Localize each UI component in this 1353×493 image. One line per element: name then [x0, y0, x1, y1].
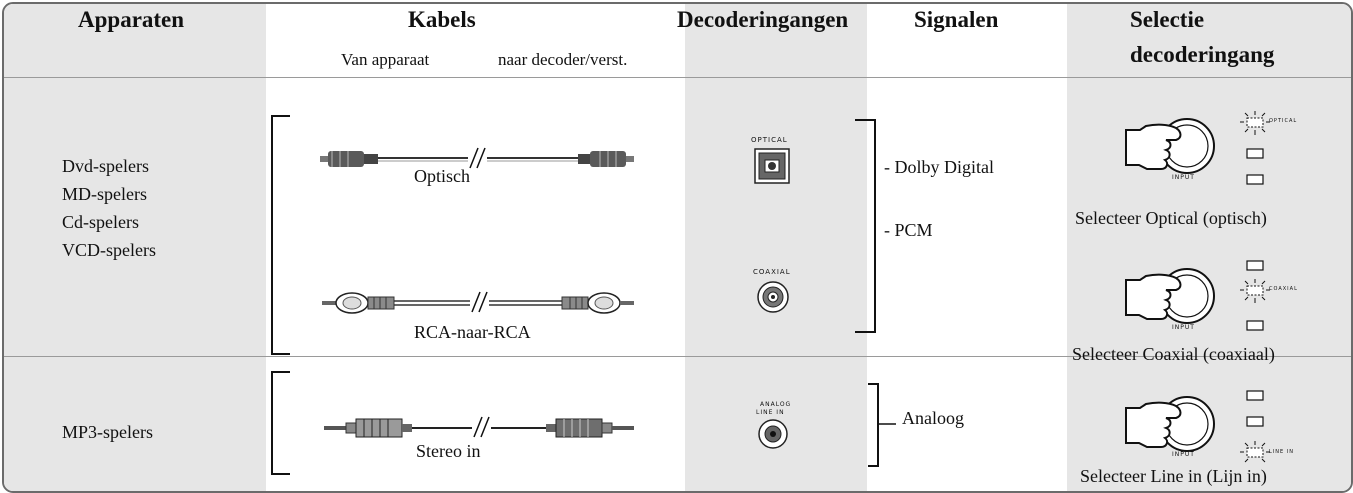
optical-input-label: OPTICAL [751, 136, 788, 144]
device-vcd: VCD-spelers [62, 240, 156, 260]
device-md: MD-spelers [62, 184, 147, 204]
analog-input-jack [758, 419, 788, 449]
header-signals: Signalen [914, 7, 999, 32]
signal-pcm: - PCM [884, 220, 933, 240]
lit-indicator-icon [1240, 279, 1270, 303]
input-knob-label: INPUT [1172, 174, 1195, 181]
indicator-led-icon [1246, 416, 1264, 427]
group-separator [4, 356, 1351, 357]
analog-signal-bracket [868, 383, 896, 467]
input-knob-hand-icon [1125, 396, 1215, 452]
group2-bracket [271, 371, 290, 475]
indicator-led-icon [1246, 320, 1264, 331]
rca-cable [322, 291, 634, 314]
header-selection-line2: decoderingang [1130, 42, 1275, 67]
input-knob-hand-icon [1125, 118, 1215, 174]
indicator-led-icon [1246, 148, 1264, 159]
select-linein-caption: Selecteer Line in (Lijn in) [1080, 466, 1267, 486]
input-knob-label: INPUT [1172, 324, 1195, 331]
coaxial-input-jack [757, 281, 789, 313]
stereo-cable [324, 416, 634, 438]
header-cables-from: Van apparaat [341, 50, 430, 69]
group1-bracket [271, 115, 290, 355]
optical-cable-label: Optisch [414, 166, 470, 186]
optical-indicator-label: OPTICAL [1269, 118, 1298, 124]
signal-analog: Analoog [902, 408, 964, 428]
input-knob-hand-icon [1125, 268, 1215, 324]
indicator-led-icon [1246, 174, 1264, 185]
header-separator [4, 77, 1351, 78]
optical-input-jack [754, 148, 790, 184]
coaxial-indicator-label: COAXIAL [1269, 286, 1298, 292]
lit-indicator-icon [1240, 441, 1270, 463]
lit-indicator-icon [1240, 111, 1270, 135]
select-optical-caption: Selecteer Optical (optisch) [1075, 208, 1267, 228]
coaxial-input-label: COAXIAL [753, 268, 791, 276]
select-coaxial-caption: Selecteer Coaxial (coaxiaal) [1072, 344, 1275, 364]
header-cables-to: naar decoder/verst. [498, 50, 628, 69]
indicator-led-icon [1246, 390, 1264, 401]
stereo-cable-label: Stereo in [416, 441, 481, 461]
digital-signal-bracket [855, 119, 876, 333]
device-dvd: Dvd-spelers [62, 156, 149, 176]
header-devices: Apparaten [78, 7, 185, 32]
signal-dolby: - Dolby Digital [884, 157, 994, 177]
header-selection-line1: Selectie [1130, 7, 1205, 32]
optical-cable [320, 147, 634, 169]
header-inputs: Decoderingangen [677, 7, 849, 32]
indicator-led-icon [1246, 260, 1264, 271]
rca-cable-label: RCA-naar-RCA [414, 322, 531, 342]
device-cd: Cd-spelers [62, 212, 139, 232]
linein-indicator-label: LINE IN [1269, 449, 1294, 455]
analog-input-label-2: LINE IN [756, 409, 785, 416]
devices-column-band [4, 4, 266, 491]
header-cables: Kabels [408, 7, 476, 32]
device-mp3: MP3-spelers [62, 422, 153, 442]
inputs-column-band [685, 4, 867, 491]
analog-input-label-1: ANALOG [760, 401, 792, 408]
input-knob-label: INPUT [1172, 451, 1195, 458]
